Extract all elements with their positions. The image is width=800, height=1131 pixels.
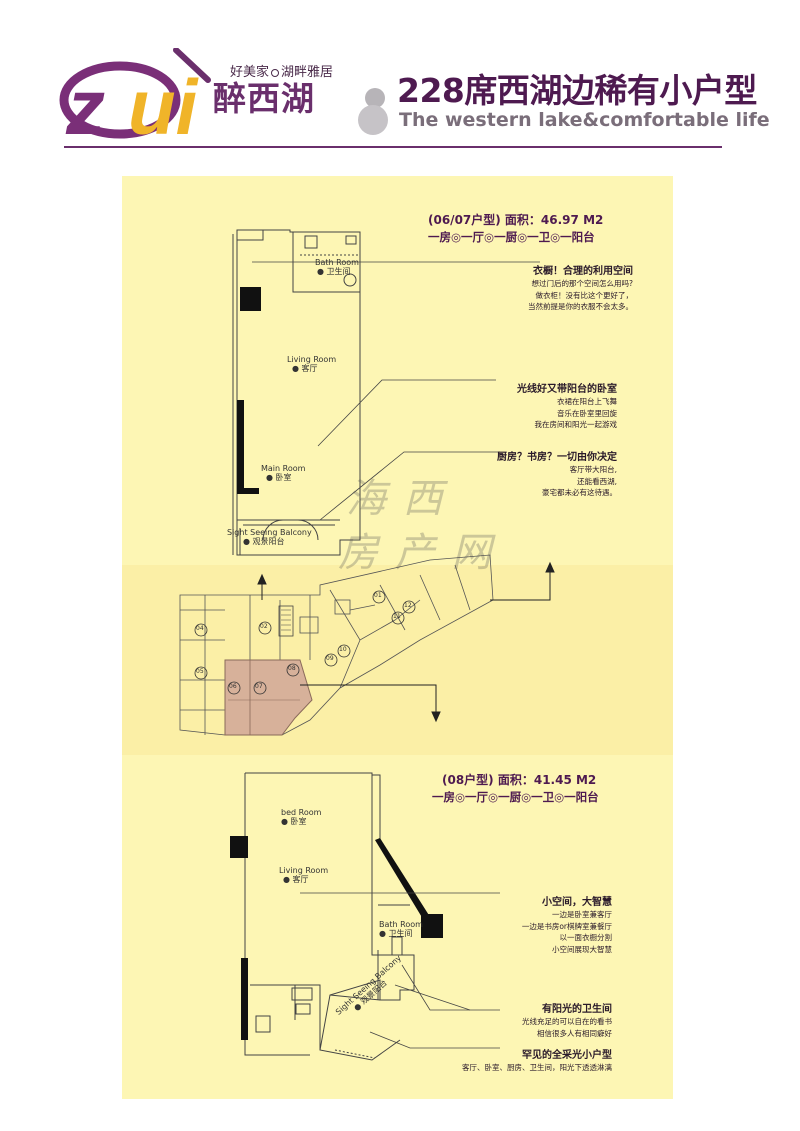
- stair-cores: [278, 605, 294, 637]
- site-unit-07: 07: [255, 683, 263, 690]
- room-label-bath-0607: Bath Room ● 卫生间: [315, 258, 359, 277]
- room-label-main-0607: Main Room ● 卧室: [261, 464, 306, 483]
- ampersand-decoration-icon: [358, 88, 388, 135]
- unit-0607-outline: [236, 229, 361, 556]
- room-label-bed-08: bed Room ● 卧室: [281, 808, 322, 827]
- unit-08-note-full-light: 罕见的全采光小户型 客厅、卧室、厨房、卫生间，阳光下透透淋漓: [462, 1050, 612, 1072]
- unit-08-spec-rooms: 一房◎一厅◎一厨◎一卫◎一阳台: [432, 790, 599, 804]
- site-unit-04: 04: [196, 625, 204, 632]
- svg-text:ui: ui: [128, 63, 199, 144]
- highlighted-unit: [224, 659, 313, 736]
- svg-text:z: z: [65, 63, 105, 144]
- site-unit-10: 10: [339, 646, 347, 653]
- site-unit-02: 02: [260, 623, 268, 630]
- room-label-living-0607: Living Room ● 客厅: [287, 355, 337, 374]
- header-divider: [64, 146, 722, 148]
- site-unit-06: 06: [229, 683, 237, 690]
- site-unit-11: 11: [393, 613, 401, 620]
- unit-0607-note-kitchen: 厨房？书房？一切由你决定 客厅带大阳台, 还能看西湖, 豪宅都未必有这待遇。: [497, 452, 617, 498]
- unit-08-outline: [244, 772, 415, 1061]
- watermark-line-2: 房 产 网: [338, 530, 494, 576]
- zui-logo-mark: z ui: [59, 48, 211, 144]
- unit-08-note-small-space: 小空间，大智慧 一边是卧室兼客厅 一边是书房or棋牌室兼餐厅 以一面衣橱分割 小…: [521, 897, 612, 954]
- logo-chinese-text: 醉西湖: [213, 79, 315, 118]
- unit-08-spec-title: (08户型) 面积：41.45 M2: [442, 773, 597, 787]
- slogan-right: 湖畔雅居: [281, 65, 334, 80]
- unit-0607-note-wardrobe: 衣橱！合理的利用空间 想过门后的那个空间怎么用吗? 做衣柜！没有比这个更好了， …: [528, 266, 633, 312]
- page-title: 228席西湖边稀有小户型: [397, 71, 757, 110]
- site-plan-band: [122, 565, 673, 755]
- watermark-line-1: 海 西: [346, 476, 445, 522]
- unit-08-note-sunny-bath: 有阳光的卫生间 光线充足的可以自在的看书 相信很多人有相同癖好: [522, 1004, 612, 1038]
- site-unit-08: 08: [288, 665, 296, 672]
- room-label-bath-08: Bath Room ● 卫生间: [379, 920, 423, 939]
- room-label-living-08: Living Room ● 客厅: [279, 866, 329, 885]
- circle-separator-icon: [271, 68, 280, 77]
- slogan: 好美家湖畔雅居: [230, 66, 333, 79]
- site-unit-05: 05: [196, 668, 204, 675]
- page-subtitle: The western lake&comfortable life: [399, 109, 770, 131]
- slogan-left: 好美家: [230, 65, 270, 80]
- room-label-balcony-0607: Sight Seeing Balcony ● 观景阳台: [227, 528, 312, 547]
- site-unit-09: 09: [326, 655, 334, 662]
- down-arrow-icon: [431, 711, 441, 723]
- wall-column: [240, 287, 261, 311]
- unit-0607-note-bedroom: 光线好又带阳台的卧室 衣裙在阳台上飞舞 音乐在卧室里回旋 我在房间和阳光一起游戏: [517, 384, 617, 430]
- up-arrow-left-icon: [257, 573, 267, 585]
- unit-0607-spec-rooms: 一房◎一厅◎一厨◎一卫◎一阳台: [428, 230, 595, 244]
- unit-0607-spec-title: (06/07户型) 面积：46.97 M2: [428, 213, 604, 227]
- up-arrow-right-icon: [545, 561, 555, 573]
- site-unit-12: 12: [404, 602, 412, 609]
- site-unit-01: 01: [374, 592, 382, 599]
